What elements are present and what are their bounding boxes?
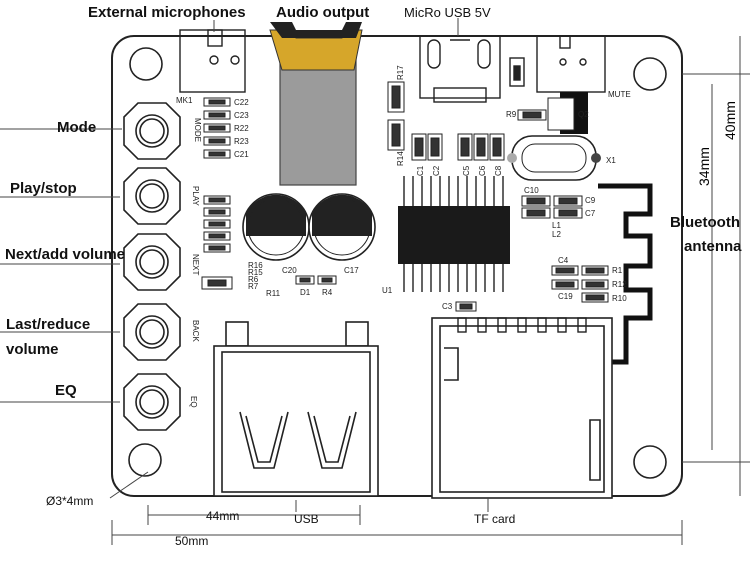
- silk-q2: Q2: [578, 110, 589, 119]
- silk-c20: C20: [282, 266, 297, 275]
- usb-a-connector: [213, 321, 379, 497]
- silk-c7: C7: [585, 209, 596, 218]
- dim-44mm: 44mm: [206, 509, 240, 523]
- callout-mode: Mode: [57, 119, 97, 136]
- silk-c10: C10: [524, 186, 539, 195]
- silk-mute: MUTE: [608, 90, 631, 99]
- silk-c3: C3: [442, 302, 453, 311]
- electrolytic-capacitors: [242, 193, 376, 261]
- smd-right-group: [551, 265, 609, 303]
- silk-mode: MODE: [193, 118, 202, 142]
- silk-back: BACK: [191, 320, 200, 342]
- silk-r6: R6: [248, 275, 259, 284]
- dimension-lines: [0, 18, 750, 545]
- silk-r9: R9: [506, 110, 517, 119]
- callout-volume: volume: [6, 341, 59, 358]
- callout-eq: EQ: [55, 382, 77, 399]
- silk-r14: R14: [396, 151, 405, 166]
- silk-r15: R15: [248, 268, 263, 277]
- callout-usb: USB: [294, 512, 319, 526]
- smd-c3: [455, 301, 477, 312]
- smd-r9: [517, 109, 547, 121]
- callout-bluetooth: Bluetooth: [670, 214, 740, 231]
- smd-column-mid: [201, 195, 233, 290]
- microphone-connector: [179, 29, 246, 93]
- smd-d1-r4: [295, 275, 337, 285]
- silk-u1: U1: [382, 286, 393, 295]
- silk-mk1: MK1: [176, 96, 193, 105]
- bluetooth-antenna-trace: [598, 183, 653, 365]
- silk-c2: C2: [432, 165, 441, 176]
- silk-eq: EQ: [189, 396, 198, 408]
- tactile-buttons: [123, 102, 181, 431]
- crystal-x1: [507, 135, 601, 181]
- silk-c1: C1: [416, 165, 425, 176]
- callout-next-add-volume: Next/add volume: [5, 246, 126, 263]
- smd-column-top: [203, 97, 231, 159]
- callout-audio-output: Audio output: [276, 4, 370, 21]
- silk-c6: C6: [478, 165, 487, 176]
- silk-c22: C22: [234, 98, 249, 107]
- silk-r17: R17: [396, 65, 405, 80]
- silk-next: NEXT: [191, 254, 200, 276]
- silk-c21: C21: [234, 150, 249, 159]
- transistor-q2: [547, 97, 575, 131]
- ic-u1: [398, 176, 510, 292]
- mounting-holes: [128, 47, 667, 479]
- silk-l2: L2: [552, 230, 561, 239]
- silk-c8: C8: [494, 165, 503, 176]
- silk-c4: C4: [558, 256, 569, 265]
- silk-r12: R12: [612, 280, 627, 289]
- silk-play: PLAY: [191, 186, 200, 206]
- silk-c5: C5: [462, 165, 471, 176]
- smd-r17-r14: [387, 81, 405, 151]
- silk-r7: R7: [248, 282, 259, 291]
- callout-antenna: antenna: [684, 238, 742, 255]
- dim-34mm: 34mm: [696, 147, 712, 186]
- audio-jack: [269, 22, 363, 186]
- silk-d1: D1: [300, 288, 311, 297]
- dim-40mm: 40mm: [722, 101, 738, 140]
- callout-tf-card: TF card: [474, 512, 516, 526]
- callout-play-stop: Play/stop: [10, 180, 77, 197]
- silk-r22: R22: [234, 124, 249, 133]
- silk-r10: R10: [612, 294, 627, 303]
- tf-card-slot: [431, 317, 613, 499]
- dim-hole: Ø3*4mm: [46, 494, 94, 508]
- callout-external-microphones: External microphones: [88, 4, 246, 21]
- silk-x1: X1: [606, 156, 616, 165]
- micro-usb-connector: [419, 35, 501, 103]
- silk-c19: C19: [558, 292, 573, 301]
- smd-caps-row: [411, 133, 505, 161]
- silk-l1: L1: [552, 221, 561, 230]
- silk-r1: R1: [612, 266, 623, 275]
- smd-rf-parts: [521, 195, 583, 219]
- dim-50mm: 50mm: [175, 534, 209, 548]
- silk-r11: R11: [266, 289, 281, 298]
- silk-r16: R16: [248, 261, 263, 270]
- silk-r23: R23: [234, 137, 249, 146]
- silk-c9: C9: [585, 196, 596, 205]
- callout-micro-usb: MicRo USB 5V: [404, 5, 491, 20]
- callout-last-reduce: Last/reduce: [6, 316, 91, 333]
- silk-c23: C23: [234, 111, 249, 120]
- silk-r4: R4: [322, 288, 333, 297]
- silk-c17: C17: [344, 266, 359, 275]
